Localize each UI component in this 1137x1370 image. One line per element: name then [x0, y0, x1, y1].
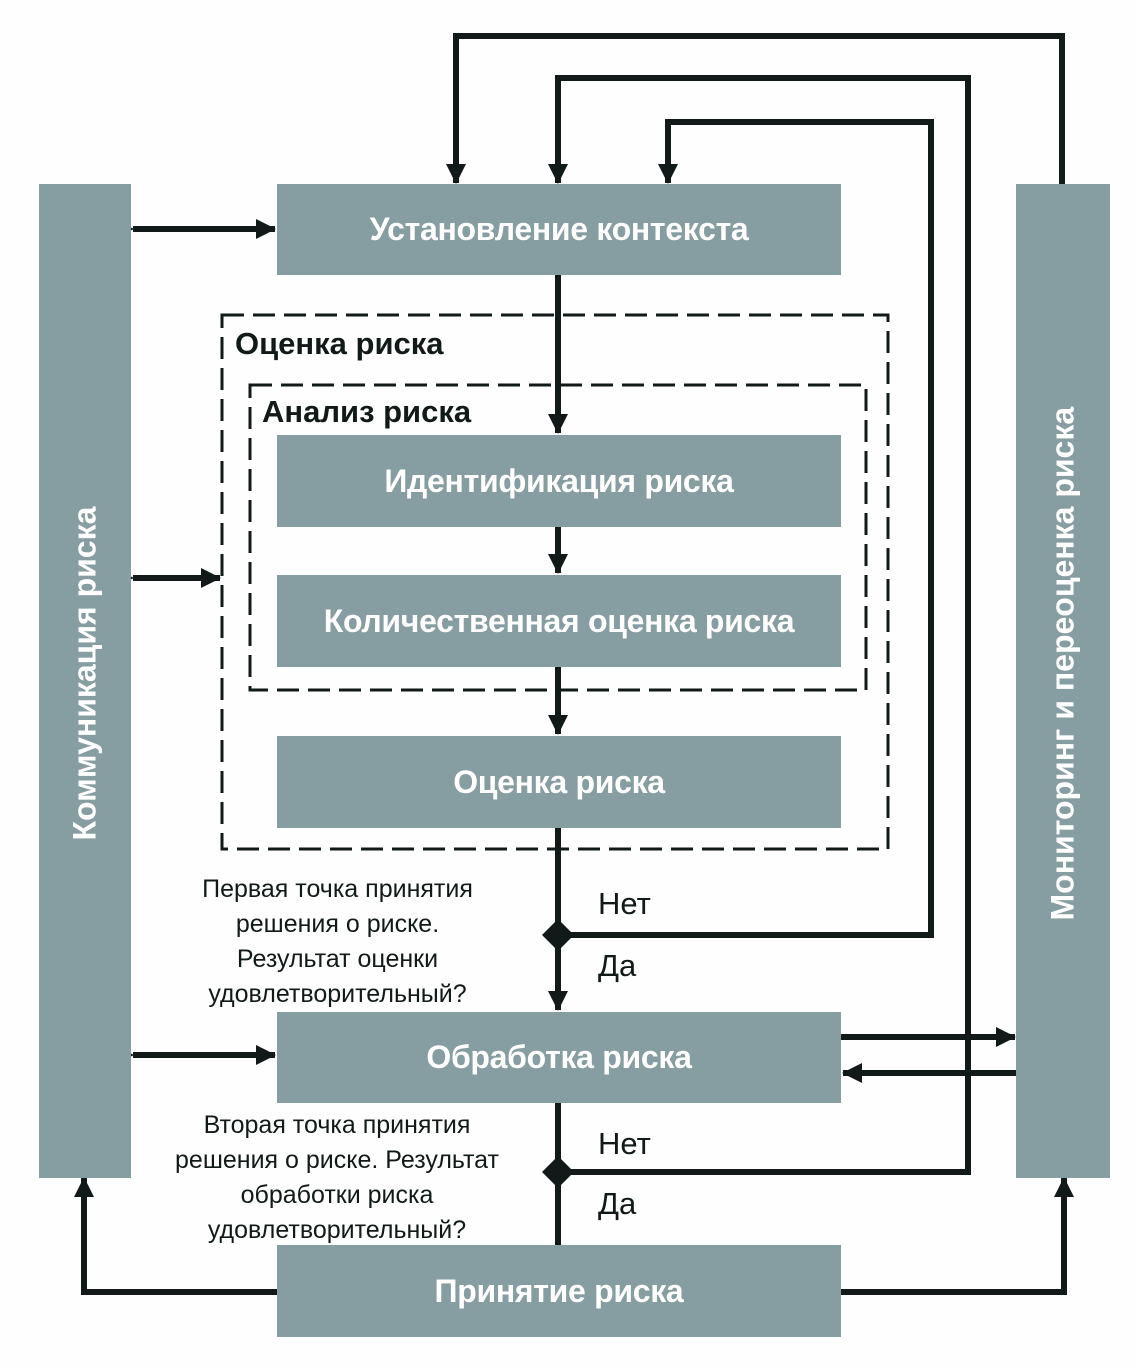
decision-diamond-first: [542, 919, 574, 951]
question-line: Первая точка принятия: [202, 875, 473, 903]
loop-monitoring-to-context: [446, 33, 1065, 185]
loop-first-decision-no: [558, 119, 934, 938]
question-line: решения о риске.: [235, 910, 440, 938]
communication-panel[interactable]: [39, 184, 131, 1178]
acceptance-box[interactable]: Принятие риска: [277, 1245, 841, 1337]
first-decision-question: Первая точка принятия решения о риске. Р…: [150, 872, 525, 1012]
analysis-group-label: Анализ риска: [260, 394, 474, 430]
question-line: Вторая точка принятия: [203, 1111, 471, 1139]
decision-diamond-second: [542, 1156, 574, 1188]
monitoring-panel[interactable]: [1016, 184, 1110, 1178]
quantitative-box[interactable]: Количественная оценка риска: [277, 575, 841, 667]
second-decision-question: Вторая точка принятия решения о риске. Р…: [137, 1108, 537, 1248]
assessment-group-label: Оценка риска: [233, 326, 446, 362]
question-line: удовлетворительный?: [208, 980, 467, 1008]
second-decision-yes-label: Да: [598, 1186, 637, 1221]
loop-second-decision-no: [548, 75, 971, 1175]
context-box[interactable]: Установление контекста: [277, 184, 841, 275]
treatment-box[interactable]: Обработка риска: [277, 1012, 841, 1103]
question-line: решения о риске. Результат: [175, 1146, 499, 1174]
evaluation-box[interactable]: Оценка риска: [277, 736, 841, 828]
first-decision-no-label: Нет: [598, 886, 651, 921]
arrow-acceptance-to-monitoring: [841, 1177, 1074, 1295]
arrow-acceptance-to-communication: [74, 1177, 277, 1295]
communication-panel-label: Коммуникация риска: [66, 506, 103, 841]
first-decision-yes-label: Да: [598, 948, 637, 983]
question-line: Результат оценки: [236, 945, 439, 973]
question-line: удовлетворительный?: [207, 1216, 467, 1244]
identification-box[interactable]: Идентификация риска: [277, 435, 841, 527]
question-line: обработки риска: [240, 1181, 434, 1209]
monitoring-panel-label: Мониторинг и переоценка риска: [1044, 406, 1081, 921]
second-decision-no-label: Нет: [598, 1126, 651, 1161]
